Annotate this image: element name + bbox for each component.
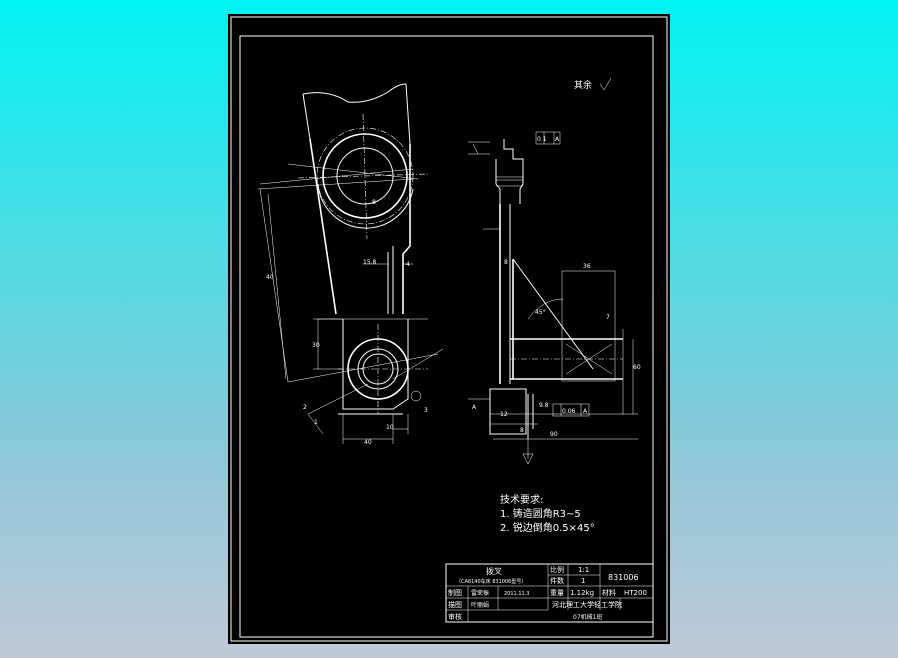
dim-label: 9.8	[539, 402, 549, 409]
count-value: 1	[581, 577, 585, 585]
tolerance-value: 0.06	[562, 408, 576, 415]
dim-label: 15.8	[363, 259, 377, 266]
roughness-symbol-icon	[599, 77, 612, 91]
weight-value: 1.12kg	[570, 589, 594, 597]
drawing-number: 831006	[608, 573, 639, 582]
tech-req-heading: 技术要求:	[500, 493, 543, 506]
part-name: 拨叉	[486, 566, 502, 576]
dim-label: 8	[504, 259, 508, 266]
part-subtitle: （CA6140车床 831006型号）	[456, 578, 526, 585]
tolerance-datum: A	[555, 136, 560, 143]
dim-label: 12	[500, 411, 508, 418]
dim-label: 40	[266, 274, 274, 281]
dim-label: 30	[312, 342, 320, 349]
dim-label: 2	[303, 404, 307, 411]
title-block: 拨叉 （CA6140车床 831006型号） 比例 1:1 831006 件数 …	[445, 563, 654, 623]
tolerance-value: 0.1	[537, 136, 547, 143]
tolerance-datum: A	[583, 408, 588, 415]
angle-label: 45°	[535, 309, 546, 316]
weight-label: 重量	[550, 589, 564, 597]
material-value: HT200	[624, 589, 647, 597]
inner-frame	[239, 35, 654, 638]
dim-label: 90	[550, 431, 558, 438]
material-label: 材料	[602, 588, 616, 597]
dim-label: 4	[406, 261, 410, 268]
design-label: 描图	[448, 600, 462, 609]
drawn-date: 2011.11.3	[504, 591, 529, 597]
dim-label: 8	[372, 199, 376, 206]
dim-label: 10	[386, 424, 394, 431]
drawn-label: 制图	[448, 588, 462, 597]
engineering-drawing: 其余	[230, 16, 668, 642]
scale-value: 1:1	[578, 566, 589, 574]
dim-label: 40	[364, 439, 372, 446]
dim-label: 7	[606, 314, 610, 321]
scale-label: 比例	[550, 565, 564, 574]
dim-label: 36	[583, 263, 591, 270]
count-label: 件数	[550, 576, 564, 585]
front-view: 15.8 4 40 10 30 40 2 1 3 8	[257, 83, 444, 446]
tech-req-item: 2. 锐边倒角0.5×45°	[500, 521, 595, 534]
dim-label: 8	[520, 427, 524, 434]
dim-label: 1	[314, 419, 318, 426]
dim-label: A	[472, 404, 477, 411]
roughness-note: 其余	[574, 79, 592, 91]
dim-label: 60	[633, 364, 641, 371]
tech-req-item: 1. 铸造圆角R3~5	[500, 507, 581, 520]
side-view: 8 36 60 90 7 12 8 9.8 A 0.1 A 0.06 A 45°	[468, 131, 641, 465]
drawing-sheet: 其余	[228, 14, 670, 644]
design-name: 叶丽娟	[471, 601, 489, 609]
review-label: 审核	[448, 612, 462, 621]
class-name: 07机械1班	[573, 613, 602, 621]
drawn-name: 雷荣振	[471, 589, 489, 597]
outer-frame	[230, 16, 668, 642]
school-name: 河北理工大学轻工学院	[552, 600, 622, 609]
dim-label: 3	[424, 407, 428, 414]
